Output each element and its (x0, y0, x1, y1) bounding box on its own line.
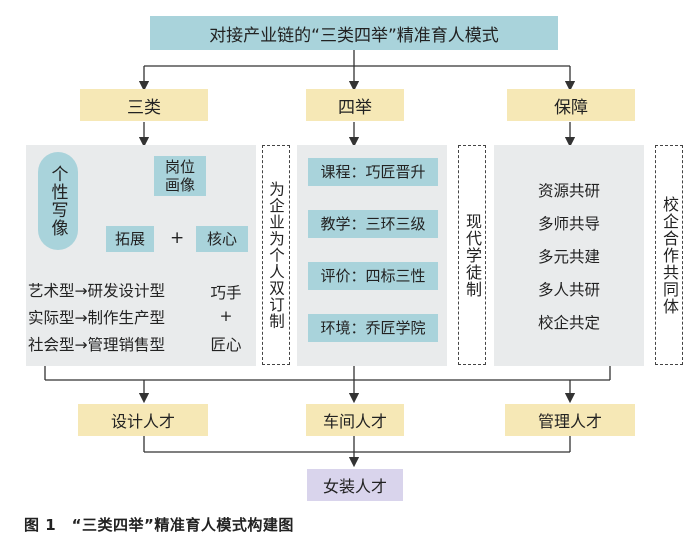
type-row-2: 实际型→制作生产型 (28, 309, 165, 327)
measure-teaching: 教学：三环三级 (308, 210, 438, 238)
oval-personality-label: 个性写像 (47, 165, 68, 237)
core-label: 核心 (206, 230, 237, 248)
header-sanlei-label: 三类 (127, 97, 161, 118)
header-baozhang-label: 保障 (554, 97, 588, 118)
measure-teaching-label: 教学：三环三级 (320, 215, 426, 233)
plus-sign: + (170, 228, 185, 248)
skill-plus: + (219, 307, 233, 325)
header-sanlei: 三类 (80, 89, 208, 121)
apprenticeship-text: 现代学徒制 (463, 212, 482, 298)
measure-curriculum-label: 课程：巧匠晋升 (320, 163, 426, 181)
guarantee-item-3: 多元共建 (537, 248, 600, 266)
job-portrait-label: 岗位画像 (164, 158, 195, 194)
label-apprenticeship: 现代学徒制 (458, 145, 486, 365)
box-job-portrait: 岗位画像 (154, 156, 206, 196)
header-siju-label: 四举 (338, 97, 372, 118)
type-row-1: 艺术型→研发设计型 (28, 282, 165, 300)
measure-evaluation-label: 评价：四标三性 (320, 267, 426, 285)
output-workshop-label: 车间人才 (322, 412, 387, 431)
final-outcome-label: 女装人才 (322, 477, 387, 496)
label-dual-customization: 为企业为个人双订制 (262, 145, 290, 365)
output-workshop: 车间人才 (306, 404, 404, 436)
oval-personality: 个性写像 (38, 152, 78, 250)
guarantee-item-2: 多师共导 (537, 215, 600, 233)
guarantee-item-1: 资源共研 (537, 182, 600, 200)
figure-caption: 图 1 “三类四举”精准育人模式构建图 (24, 516, 294, 534)
dual-customization-text: 为企业为个人双订制 (267, 180, 285, 330)
measure-curriculum: 课程：巧匠晋升 (308, 158, 438, 186)
output-management: 管理人才 (505, 404, 635, 436)
label-school-enterprise: 校企合作共同体 (655, 145, 683, 365)
header-baozhang: 保障 (507, 89, 635, 121)
measure-environment-label: 环境：乔匠学院 (320, 319, 426, 337)
output-design-label: 设计人才 (110, 412, 175, 431)
type-row-3: 社会型→管理销售型 (28, 336, 165, 354)
skill-hands: 巧手 (210, 284, 242, 302)
output-design: 设计人才 (78, 404, 208, 436)
guarantee-item-4: 多人共研 (537, 281, 600, 299)
measure-evaluation: 评价：四标三性 (308, 262, 438, 290)
box-expand: 拓展 (106, 226, 154, 252)
measure-environment: 环境：乔匠学院 (308, 314, 438, 342)
top-title-box: 对接产业链的“三类四举”精准育人模式 (150, 16, 558, 50)
final-outcome: 女装人才 (307, 469, 403, 501)
box-core: 核心 (196, 226, 248, 252)
skill-craft: 匠心 (210, 336, 242, 354)
header-siju: 四举 (306, 89, 404, 121)
school-enterprise-text: 校企合作共同体 (660, 195, 679, 315)
top-title: 对接产业链的“三类四举”精准育人模式 (209, 25, 499, 46)
panel-baozhang (494, 145, 644, 366)
guarantee-item-5: 校企共定 (537, 314, 600, 332)
expand-label: 拓展 (114, 230, 145, 248)
output-management-label: 管理人才 (537, 412, 602, 431)
